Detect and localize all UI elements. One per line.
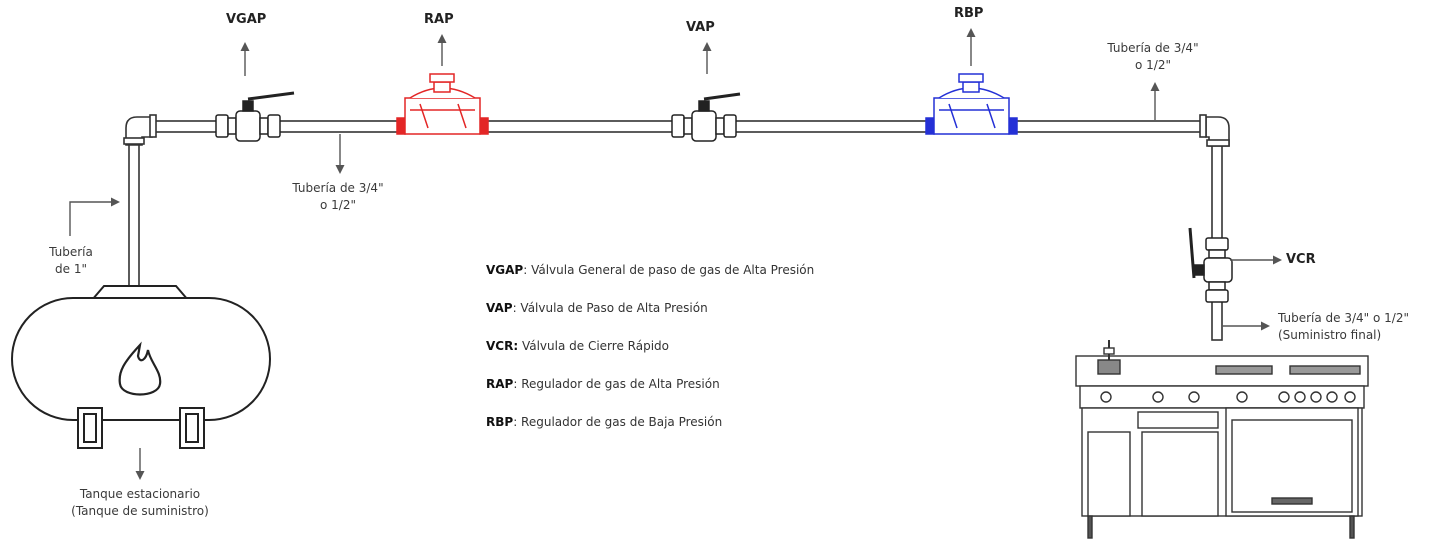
vcr-valve-icon: [1188, 227, 1233, 303]
vgap-tag: VGAP: [226, 12, 267, 27]
rap-tag: RAP: [424, 12, 454, 27]
pipe-1in-arrow: [69, 197, 120, 236]
rbp-regulator-icon: [925, 73, 1018, 135]
rbp-tag: RBP: [954, 6, 984, 21]
vcr-tag: VCR: [1286, 252, 1316, 267]
vgap-valve-icon: [215, 91, 295, 142]
pipe-mid-label: Tubería de 3/4" o 1/2": [292, 181, 384, 212]
pipe-1in-label: Tubería de 1": [49, 245, 93, 276]
legend: VGAP: Válvula General de paso de gas de …: [486, 262, 946, 452]
legend-row-vcr: VCR: Válvula de Cierre Rápido: [486, 339, 669, 353]
vap-tag: VAP: [686, 20, 715, 35]
legend-row-rap: RAP: Regulador de gas de Alta Presión: [486, 377, 720, 391]
callout-arrows: [135, 28, 1282, 480]
stationary-tank-icon: [11, 285, 271, 449]
pipe-top-label: Tubería de 3/4" o 1/2": [1107, 41, 1199, 72]
pipe-final-label: Tubería de 3/4" o 1/2" (Suministro final…: [1278, 311, 1409, 342]
legend-row-vgap: VGAP: Válvula General de paso de gas de …: [486, 263, 815, 277]
stove-icon: [1075, 340, 1369, 539]
rap-regulator-icon: [396, 73, 489, 135]
legend-row-vap: VAP: Válvula de Paso de Alta Presión: [486, 301, 708, 315]
legend-row-rbp: RBP: Regulador de gas de Baja Presión: [486, 415, 723, 429]
tank-label: Tanque estacionario (Tanque de suministr…: [71, 487, 209, 518]
vap-valve-icon: [671, 92, 741, 142]
